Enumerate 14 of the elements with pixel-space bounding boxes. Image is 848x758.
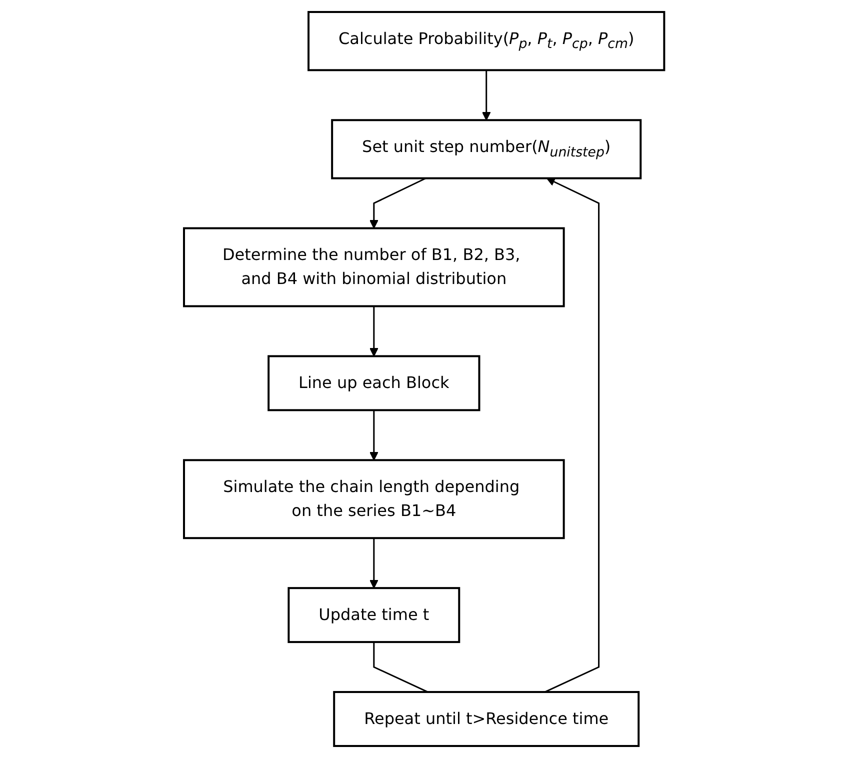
node-box: Line up each Block xyxy=(267,355,480,412)
arrow xyxy=(544,178,600,693)
node-box: Determine the number of B1, B2, B3, and B4 with binomial distribution xyxy=(182,227,565,308)
node-box: Set unit step number(N$_{unitstep}$) xyxy=(330,119,642,180)
node-box: Repeat until t>Residence time xyxy=(333,691,640,747)
arrow xyxy=(369,178,426,229)
arrow xyxy=(369,538,378,588)
arrow xyxy=(482,70,491,121)
node-box: Calculate Probability(P$_{p}$, P$_{t}$, P$_{cp}$, P$_{cm}$) xyxy=(307,11,666,72)
node-box: Update time t xyxy=(288,587,460,644)
node-box: Simulate the chain length depending on the series B1~B4 xyxy=(182,459,565,540)
arrow xyxy=(369,410,378,461)
arrow xyxy=(369,306,378,357)
connector xyxy=(373,642,428,693)
